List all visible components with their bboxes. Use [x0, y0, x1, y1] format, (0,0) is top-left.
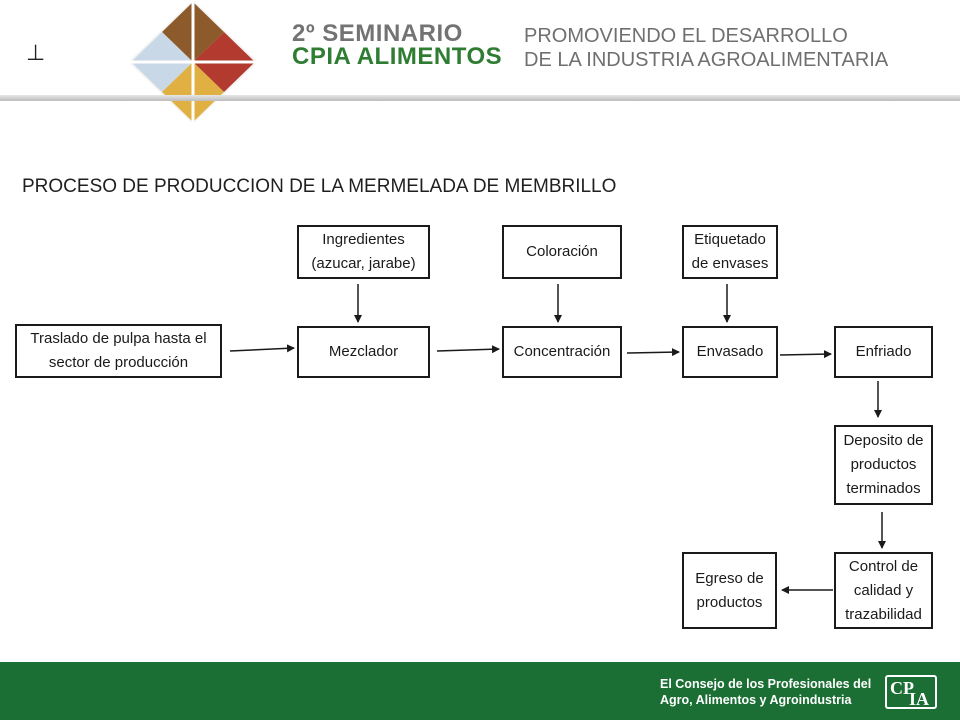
node-egreso: Egreso de productos: [682, 552, 777, 629]
node-enfriado: Enfriado: [834, 326, 933, 378]
node-envasado: Envasado: [682, 326, 778, 378]
node-control: Control de calidad y trazabilidad: [834, 552, 933, 629]
seminar-title-line2: CPIA ALIMENTOS: [292, 43, 503, 70]
footer-text-line2: Agro, Alimentos y Agroindustria: [660, 693, 852, 707]
footer-text: El Consejo de los Profesionales del Agro…: [660, 676, 871, 708]
seminar-logo: 2º SEMINARIO CPIA ALIMENTOS: [292, 20, 503, 70]
logo-cp: CP: [890, 678, 914, 698]
arrow-mezclador-concentracion: [436, 345, 500, 354]
node-deposito: Deposito de productos terminados: [834, 425, 933, 505]
slide-mark: ⊥: [26, 40, 46, 65]
footer-text-line1: El Consejo de los Profesionales del: [660, 677, 872, 691]
arrow-traslado-mezclador: [229, 344, 295, 353]
logo-ia: IA: [909, 689, 930, 709]
seminar-title-line1: 2º SEMINARIO: [292, 20, 463, 47]
food-collage-image: [128, 0, 258, 124]
footer-bar: [0, 662, 960, 720]
node-ingredientes: Ingredientes (azucar, jarabe): [297, 225, 430, 279]
cpia-logo: CP IA: [885, 675, 937, 709]
arrow-envasado-enfriado: [779, 350, 832, 359]
node-mezclador: Mezclador: [297, 326, 430, 378]
seminar-tagline: PROMOVIENDO EL DESARROLLO DE LA INDUSTRI…: [524, 24, 888, 72]
node-etiquetado: Etiquetado de envases: [682, 225, 778, 279]
diagram-title: PROCESO DE PRODUCCION DE LA MERMELADA DE…: [22, 176, 617, 197]
tagline-line2: DE LA INDUSTRIA AGROALIMENTARIA: [524, 49, 889, 71]
arrow-concentracion-envasado: [626, 348, 680, 357]
node-concentracion: Concentración: [502, 326, 622, 378]
node-coloracion: Coloración: [502, 225, 622, 279]
tagline-line1: PROMOVIENDO EL DESARROLLO: [524, 25, 848, 47]
header-divider: [0, 95, 960, 101]
node-traslado: Traslado de pulpa hasta el sector de pro…: [15, 324, 222, 378]
